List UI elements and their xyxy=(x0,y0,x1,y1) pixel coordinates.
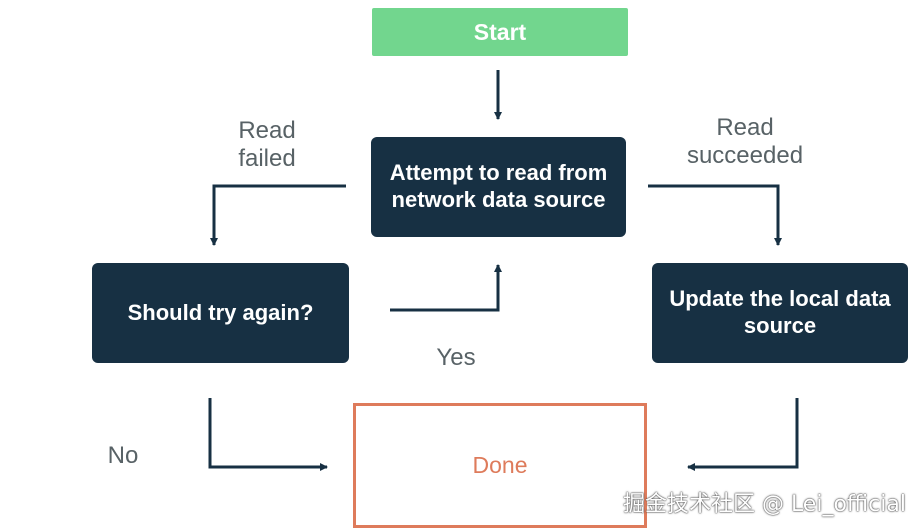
done-label: Done xyxy=(472,452,528,479)
no-label: No xyxy=(107,442,139,469)
done-node: Done xyxy=(353,403,647,528)
update-local-label: Update the local data source xyxy=(669,286,891,338)
start-node: Start xyxy=(372,8,628,56)
watermark: 掘金技术社区 @ Lei_official xyxy=(622,492,906,517)
arrow-no-to-done xyxy=(208,398,328,471)
update-local-node: Update the local data source xyxy=(652,263,908,363)
should-retry-label: Should try again? xyxy=(127,299,314,325)
read-failed-label: Read failed xyxy=(238,117,296,173)
arrow-read-succeeded xyxy=(648,184,782,246)
read-succeeded-label: Read succeeded xyxy=(686,114,804,170)
arrow-read-failed xyxy=(210,184,346,246)
arrow-yes-retry xyxy=(390,264,502,312)
start-label: Start xyxy=(473,18,527,45)
attempt-read-node: Attempt to read from network data source xyxy=(371,137,626,237)
should-retry-node: Should try again? xyxy=(92,263,349,363)
arrow-update-to-done xyxy=(687,398,799,471)
attempt-read-label: Attempt to read from network data source xyxy=(389,160,608,212)
yes-label: Yes xyxy=(436,344,476,371)
